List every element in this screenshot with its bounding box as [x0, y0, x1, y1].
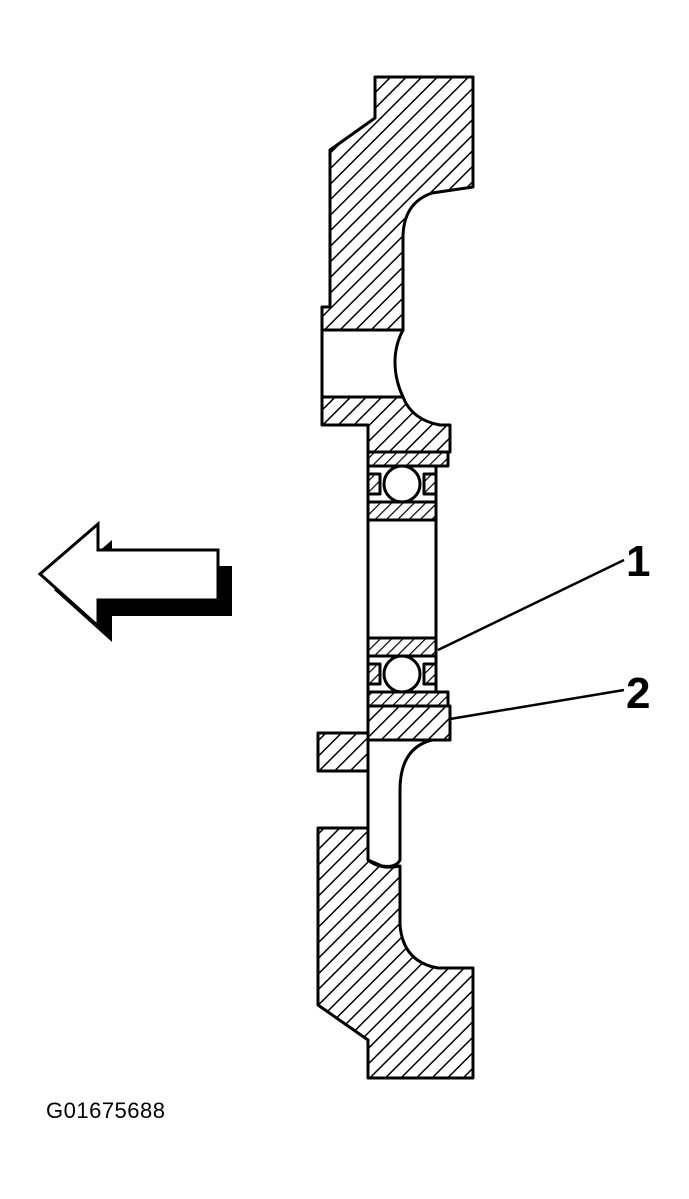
shaft-bore: [366, 518, 438, 640]
arrow-left-icon: [37, 520, 232, 642]
outer-race-bottom: [366, 690, 450, 708]
upper-bore: [320, 328, 405, 399]
retainer-plate: [366, 704, 452, 742]
lower-ball-cage-left: [366, 662, 382, 686]
lower-housing: [316, 826, 475, 1080]
outer-race-top: [366, 450, 450, 468]
upper-ball-cage-right: [422, 472, 438, 496]
inner-race-bottom: [366, 636, 438, 658]
upper-ball-cage-left: [366, 472, 382, 496]
leader-line-2: [449, 688, 625, 721]
lower-channel: [366, 738, 434, 868]
lower-ball-cage-right: [422, 662, 438, 686]
upper-flange: [320, 395, 452, 454]
retainer-stub: [316, 731, 370, 773]
lower-ball: [382, 654, 422, 694]
callout-1: 1: [626, 537, 651, 586]
leader-line-1: [437, 558, 625, 652]
callout-2: 2: [626, 669, 651, 718]
inner-race-top: [366, 500, 438, 522]
upper-housing: [320, 75, 475, 332]
upper-ball: [382, 464, 422, 504]
figure-id: G01675688: [46, 1098, 166, 1123]
